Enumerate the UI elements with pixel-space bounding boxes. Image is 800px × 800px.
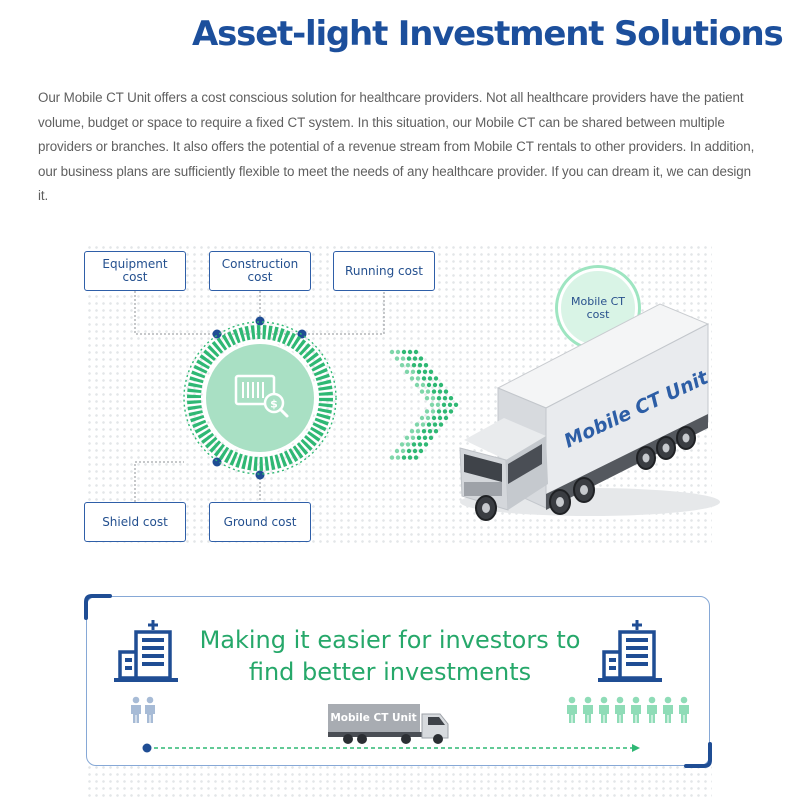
panel-dot-background [86,764,712,800]
progress-arrow-line [142,743,640,753]
panel-headline: Making it easier for investors to find b… [199,626,581,686]
hospital-building-icon-right [598,620,662,682]
page-title: Asset-light Investment Solutions [192,14,784,54]
people-icon [131,696,155,723]
intro-paragraph: Our Mobile CT Unit offers a cost conscio… [38,90,755,203]
ground-cost-box: Ground cost [209,502,311,542]
cost-gauge-ring [183,321,337,475]
equipment-cost-box: Equipment cost [84,251,186,291]
construction-cost-box: Construction cost [209,251,311,291]
mobile-ct-truck-illustration: Mobile CT Unit [459,303,720,521]
svg-text:$: $ [270,398,278,411]
small-truck-label: Mobile CT Unit [330,711,417,724]
people-group-icon [567,696,689,723]
shield-cost-box: Shield cost [84,502,186,542]
panel-corner-accents [84,594,712,768]
ct-scanner-dollar-search-icon: $ [234,374,289,418]
small-truck-icon [328,704,449,744]
running-cost-box: Running cost [333,251,435,291]
chevron-right-dotted-icon [389,349,459,460]
hospital-building-icon [114,620,178,682]
